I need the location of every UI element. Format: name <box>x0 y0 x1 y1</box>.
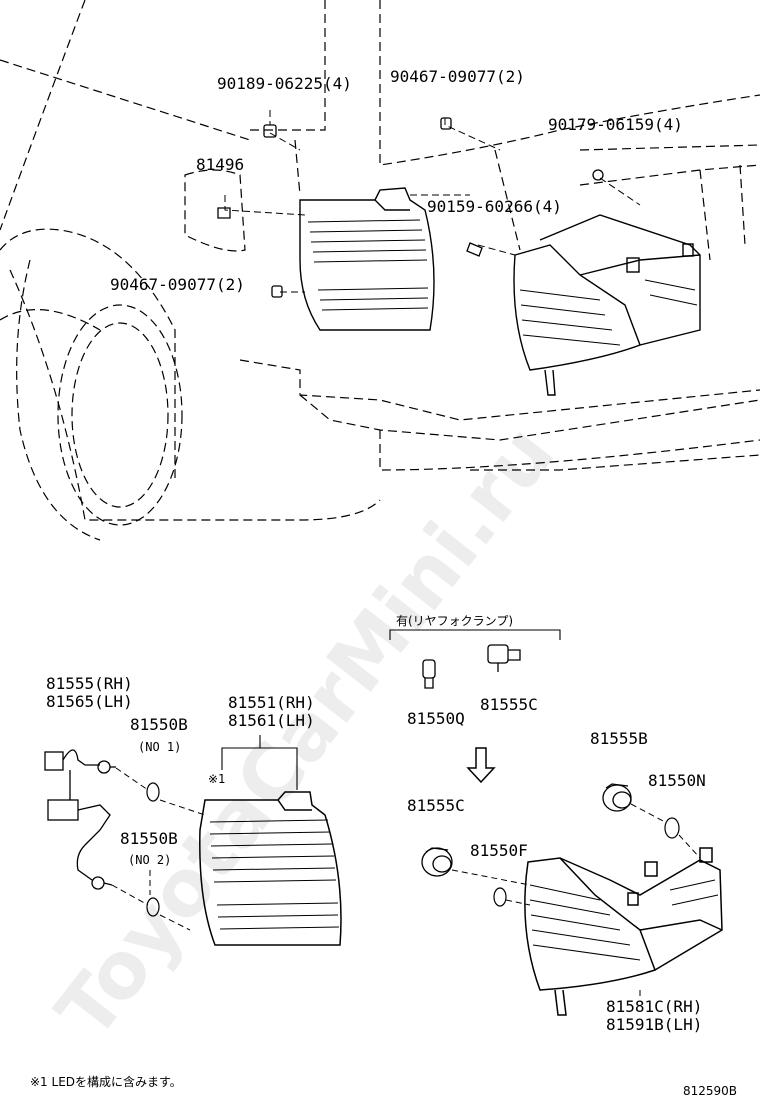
option-bracket <box>389 629 561 640</box>
figure-id: 812590B <box>683 1084 738 1098</box>
top-fasteners <box>217 117 604 298</box>
label-81581c-rh: 81581C(RH) <box>606 997 703 1016</box>
label-bracket <box>221 735 298 790</box>
label-81551-rh: 81551(RH) <box>228 693 315 712</box>
label-81561-lh: 81561(LH) <box>228 711 315 730</box>
footnote: ※1 LEDを構成に含みます。 <box>30 1075 182 1089</box>
top-tail-lamp <box>299 187 435 331</box>
label-81565-lh: 81565(LH) <box>46 692 133 711</box>
bottom-right-leaders <box>451 803 701 1000</box>
bulb-81550n <box>664 817 680 839</box>
label-90467-09077-top: 90467-09077(2) <box>390 67 525 86</box>
top-leader-lines <box>224 110 641 293</box>
label-no2: (NO 2) <box>128 853 172 867</box>
vehicle-body-outline <box>0 0 760 521</box>
label-81555c-top: 81555C <box>480 695 538 714</box>
label-90189-06225: 90189-06225(4) <box>217 74 352 93</box>
label-no1: (NO 1) <box>138 740 182 754</box>
bottom-left-leaders <box>111 767 206 931</box>
label-81550b-no1: 81550B <box>130 715 188 734</box>
label-81550q: 81550Q <box>407 709 465 728</box>
label-81555b: 81555B <box>590 729 648 748</box>
bulb-81550f <box>493 887 507 907</box>
bottom-tail-lamp <box>199 791 342 946</box>
label-90179-06159: 90179-06159(4) <box>548 115 683 134</box>
label-81555c: 81555C <box>407 796 465 815</box>
label-81555-rh: 81555(RH) <box>46 674 133 693</box>
socket-wire-assembly <box>44 749 116 890</box>
label-81591b-lh: 81591B(LH) <box>606 1015 703 1034</box>
fog-bulb-and-socket <box>422 644 521 689</box>
label-81550f: 81550F <box>470 841 528 860</box>
rear-wheel <box>16 259 183 541</box>
socket-81555b <box>602 783 632 812</box>
bottom-garnish-lamp <box>524 847 723 1016</box>
label-mark-1: ※1 <box>208 772 226 786</box>
label-81550b-no2: 81550B <box>120 829 178 848</box>
label-81496: 81496 <box>196 155 245 174</box>
bulbs-left <box>146 782 160 917</box>
change-arrow <box>466 747 496 784</box>
label-81550n: 81550N <box>648 771 706 790</box>
socket-81555c <box>421 847 453 877</box>
label-90467-09077-left: 90467-09077(2) <box>110 275 245 294</box>
label-option-rear-fog: 有(リヤフォクランプ) <box>396 614 514 628</box>
label-90159-60266: 90159-60266(4) <box>427 197 562 216</box>
top-garnish-lamp <box>513 214 701 396</box>
